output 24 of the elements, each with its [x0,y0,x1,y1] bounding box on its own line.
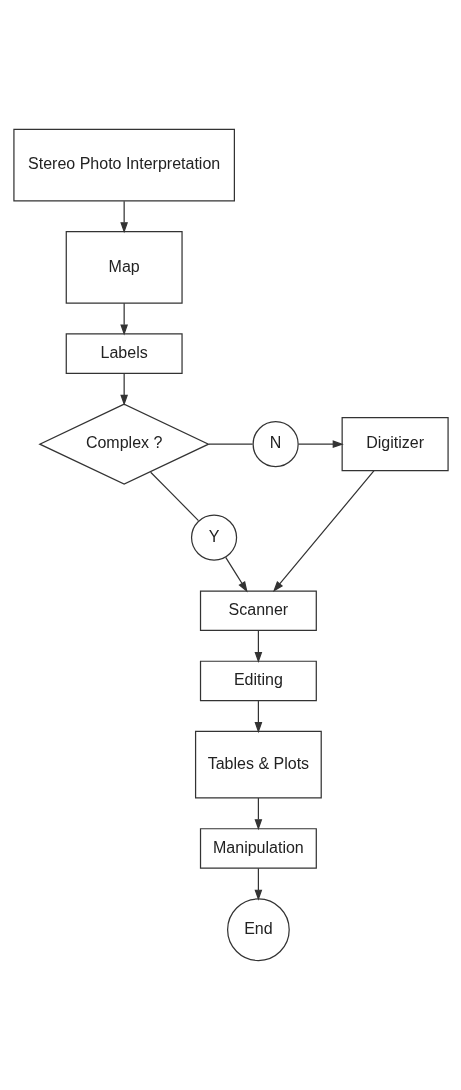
node-box: Editing [199,660,317,702]
connector [207,443,253,445]
arrow [119,302,128,336]
node-box: Map [65,231,183,304]
connector [149,471,199,522]
node-box: Tables & Plots [194,730,322,799]
node-circle: Y [190,514,237,561]
arrow [254,629,262,664]
arrow [224,556,248,593]
node-box: Stereo Photo Interpretation [12,128,235,202]
node-box: Labels [65,333,183,374]
node-diamond: Complex ? [37,403,210,485]
node-circle: N [252,421,299,468]
arrow [119,200,128,234]
arrow [254,867,262,901]
arrow [272,470,375,593]
node-box: Scanner [199,590,317,632]
arrow [297,440,344,449]
arrow [254,700,262,734]
node-circle: End [226,898,290,962]
arrow [119,372,128,406]
arrow [254,797,262,831]
node-box: Digitizer [341,417,449,472]
node-box: Manipulation [199,828,317,869]
